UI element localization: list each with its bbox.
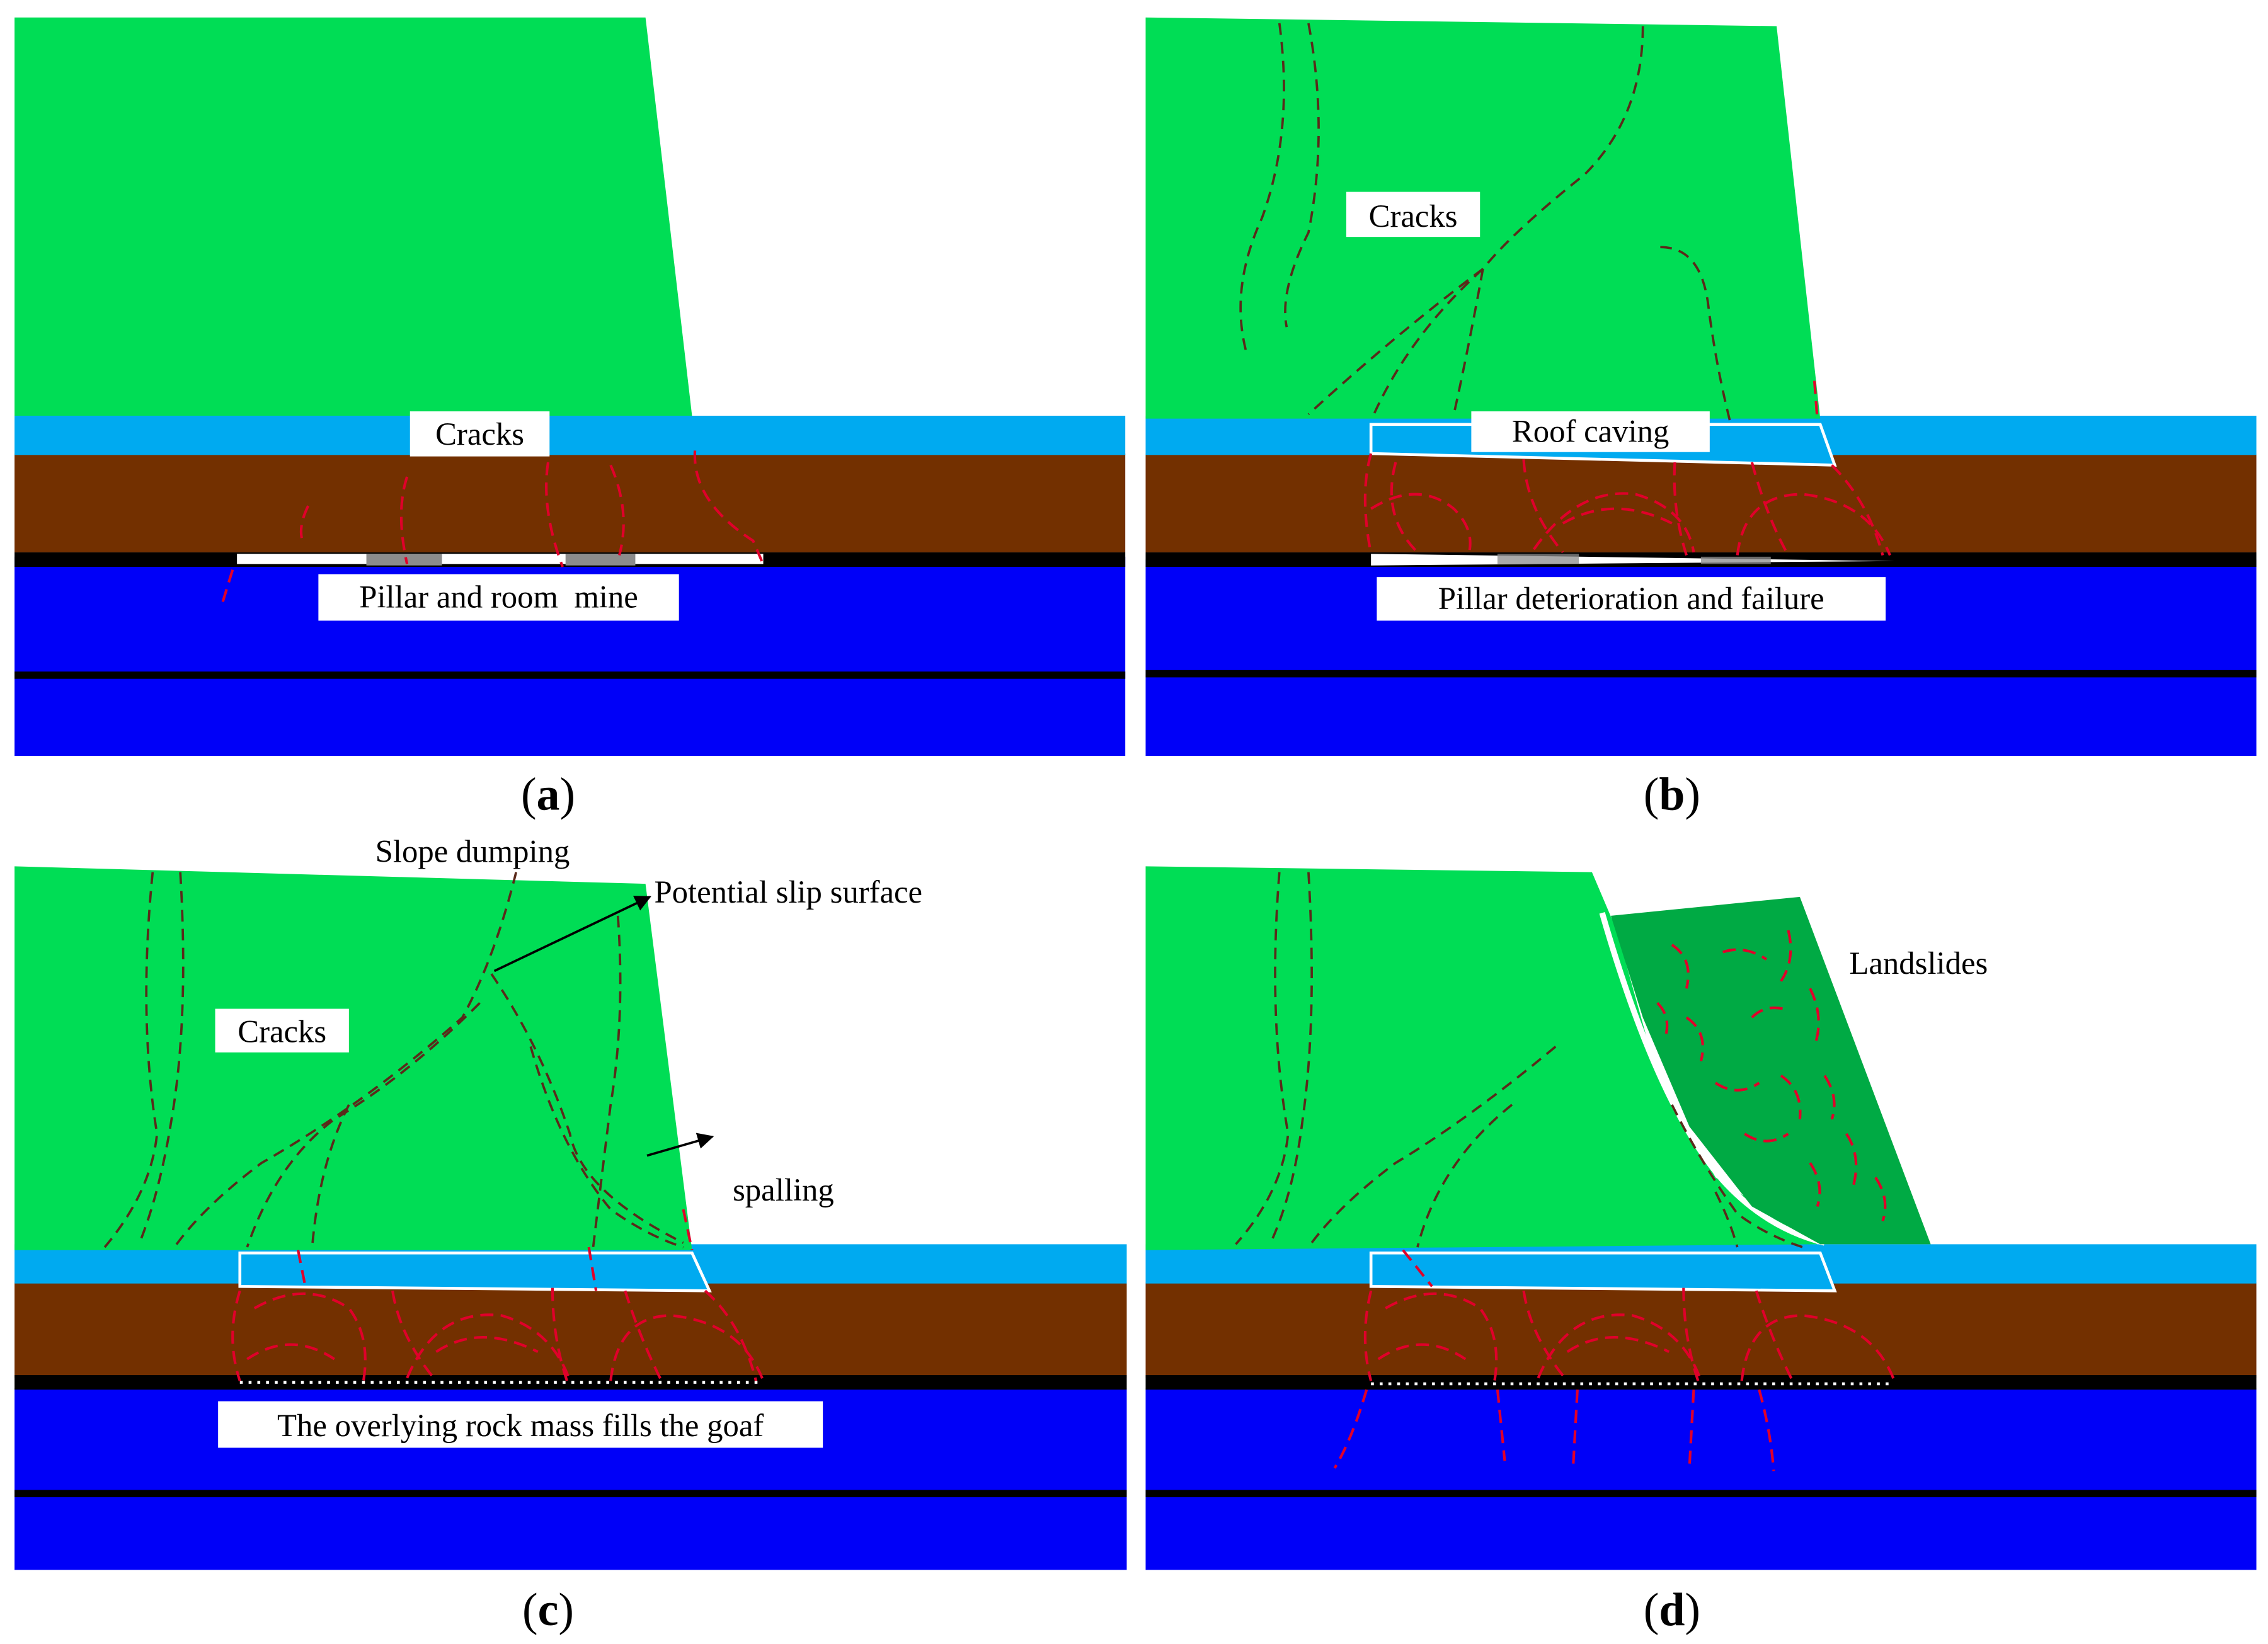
cracks-red bbox=[1363, 380, 1891, 556]
lower-seam-line bbox=[14, 671, 1126, 679]
roof-subsidence bbox=[1369, 1251, 1837, 1293]
panel-c: Cracks Slope dumping Potential slip surf… bbox=[14, 833, 1127, 1635]
pillar bbox=[1497, 554, 1579, 564]
lower-seam-line bbox=[1145, 670, 2257, 678]
cracks-label: Cracks bbox=[238, 1014, 326, 1049]
roof-subsidence bbox=[238, 1251, 712, 1293]
caption-a: (a) bbox=[521, 768, 575, 819]
roof-label: Roof caving bbox=[1512, 414, 1669, 449]
spalling-label: spalling bbox=[733, 1172, 834, 1207]
cracks-label-box bbox=[215, 1008, 349, 1053]
caption-c: (c) bbox=[522, 1584, 574, 1635]
clay-layer bbox=[1145, 454, 2257, 552]
goaf-label: The overlying rock mass fills the goaf bbox=[277, 1408, 764, 1443]
cracks-label-box bbox=[1346, 191, 1480, 237]
cracks-dark bbox=[103, 872, 684, 1248]
dumping-label: Slope dumping bbox=[375, 833, 570, 869]
goaf-label-box bbox=[218, 1401, 823, 1448]
clay-layer bbox=[14, 454, 1126, 552]
clay-layer bbox=[14, 1282, 1127, 1378]
landslide-cracks bbox=[1656, 930, 1887, 1222]
pillar bbox=[366, 554, 442, 566]
slope-body bbox=[1145, 866, 1818, 1250]
slip-label: Potential slip surface bbox=[654, 874, 922, 910]
panel-d: Landslides (d) bbox=[1145, 866, 2257, 1635]
cracks-label: Cracks bbox=[435, 416, 524, 452]
bedrock-layer bbox=[1145, 1388, 2257, 1570]
caption-b: (b) bbox=[1644, 768, 1700, 819]
cracks-red bbox=[1333, 1249, 1896, 1471]
arrow-icon bbox=[493, 896, 651, 973]
cracks-red bbox=[219, 450, 764, 608]
pillar bbox=[565, 554, 636, 566]
cracks-label-box bbox=[410, 411, 550, 457]
slope-body bbox=[14, 866, 692, 1250]
landslides-label: Landslides bbox=[1849, 945, 1988, 981]
slip-surface bbox=[1599, 911, 1826, 1246]
lower-seam-line bbox=[14, 1490, 1127, 1497]
cracks-label: Cracks bbox=[1369, 198, 1458, 234]
slope-body bbox=[14, 17, 692, 416]
cracks-dark bbox=[1239, 23, 1731, 422]
aquifer-layer bbox=[14, 416, 1126, 455]
coal-seam bbox=[1145, 1375, 2257, 1390]
pillar-label-box bbox=[1377, 577, 1886, 621]
coal-seam bbox=[14, 1375, 1127, 1390]
cracks-red bbox=[231, 1209, 765, 1382]
pillar-label: Pillar deterioration and failure bbox=[1438, 581, 1824, 616]
clay-layer bbox=[1145, 1282, 2257, 1378]
panel-b: Cracks Roof caving Pillar deterioration … bbox=[1145, 17, 2257, 819]
slope-body bbox=[1145, 17, 1821, 419]
caption-d: (d) bbox=[1644, 1584, 1700, 1635]
goaf-void bbox=[237, 554, 764, 564]
cracks-dark bbox=[1235, 872, 1804, 1248]
panel-a: Cracks Pillar and room mine (a) bbox=[14, 17, 1126, 819]
landslide-block bbox=[1610, 896, 1931, 1245]
mine-label: Pillar and room mine bbox=[359, 579, 638, 615]
roof-label-box bbox=[1471, 411, 1710, 452]
lower-seam-line bbox=[1145, 1490, 2257, 1497]
pillar bbox=[1701, 556, 1771, 564]
arrow-icon bbox=[646, 1133, 714, 1157]
mine-label-box bbox=[318, 574, 679, 621]
